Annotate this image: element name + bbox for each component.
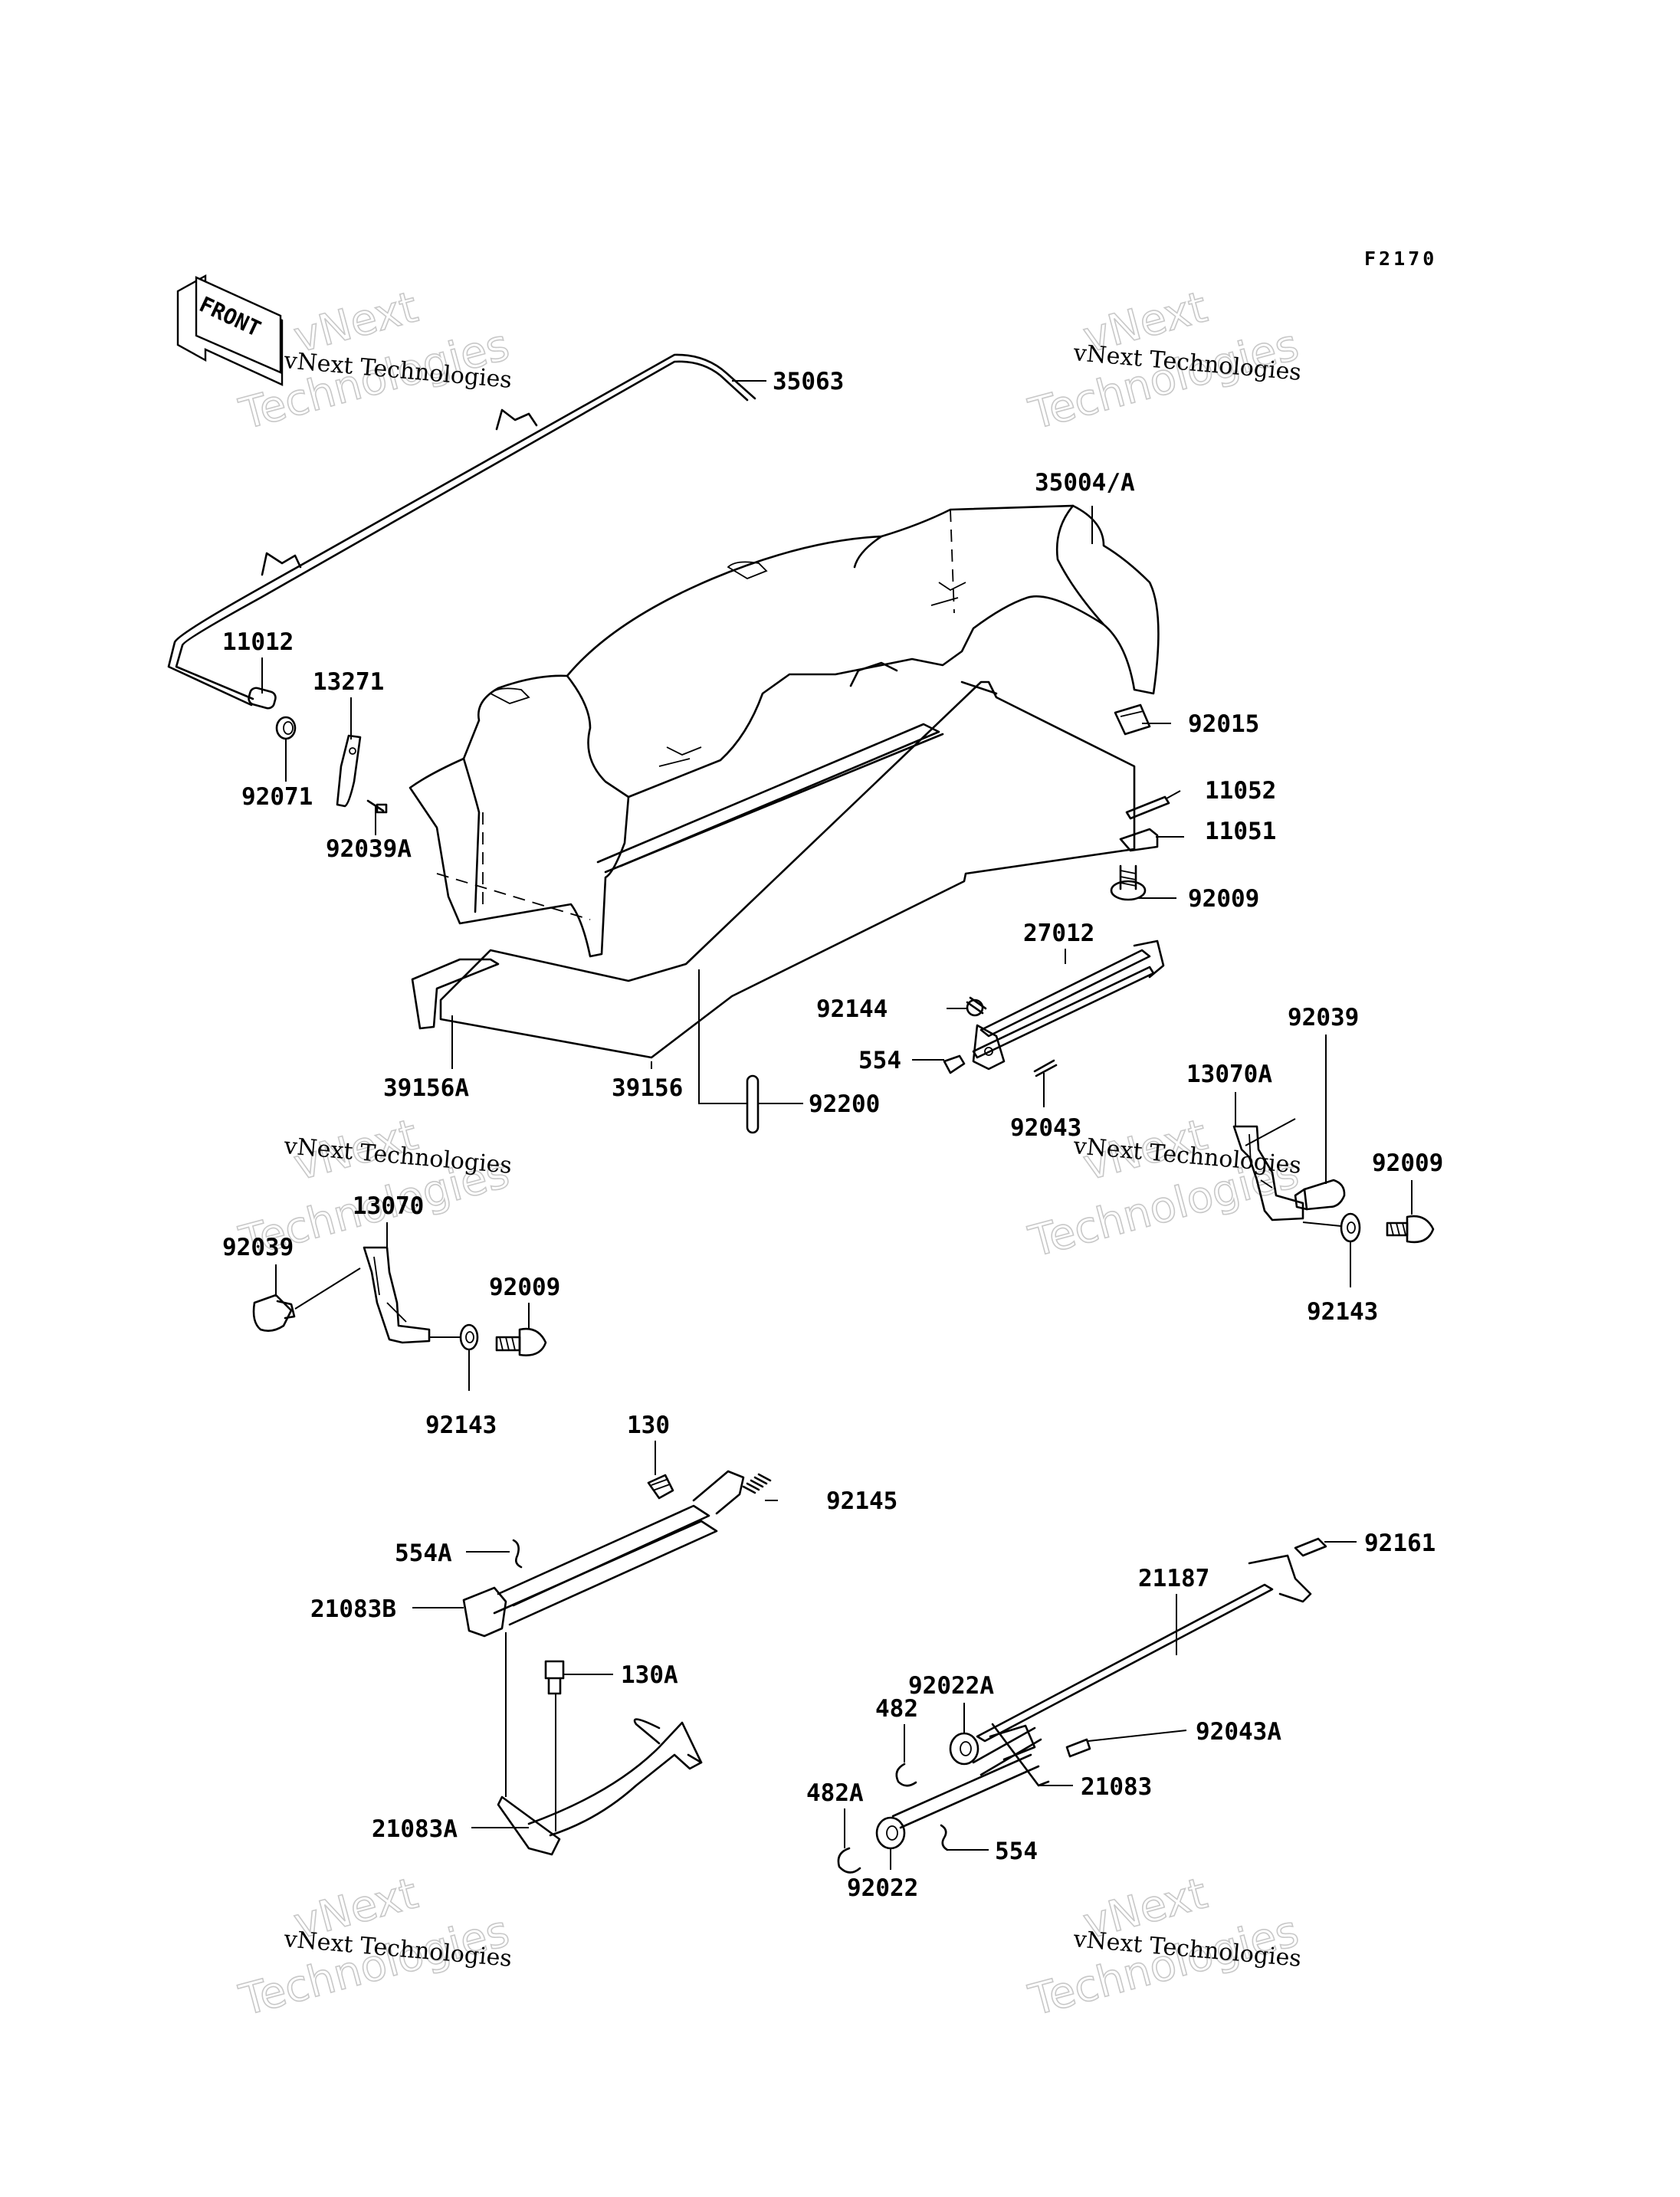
grommet-92071 [275,716,297,740]
callout-92022: 92022 [847,1874,918,1902]
bolt-130A [544,1660,565,1695]
callout-92022A: 92022A [908,1672,994,1700]
callout-92145: 92145 [826,1487,897,1515]
callout-13271: 13271 [313,668,384,696]
callout-11052: 11052 [1205,777,1276,805]
callout-482: 482 [875,1695,918,1723]
shaft-21083 [891,1723,1050,1829]
callout-92043: 92043 [1010,1114,1081,1142]
bolt-92009-right [1386,1215,1435,1244]
hinge-21083A [497,1718,703,1856]
strap-11052 [1125,795,1170,820]
watermark-bottom-left: vNext Technologies vNext Technologies [234,1868,515,2027]
callout-554-upper: 554 [858,1047,901,1074]
rivet-92039A [366,799,388,814]
callout-21083: 21083 [1081,1773,1152,1801]
seat-cowl-35004A [409,504,1160,958]
watermark-top-right: vNext Technologies vNext Technologies [1023,282,1304,441]
callout-92039-right: 92039 [1288,1004,1359,1031]
pin-92043A [1065,1738,1091,1758]
callout-27012: 27012 [1023,920,1094,947]
pin-92043 [1033,1059,1058,1077]
front-direction-arrow: FRONT [176,274,284,386]
watermark-bottom-right: vNext Technologies vNext Technologies [1023,1868,1304,2027]
callout-130: 130 [627,1412,670,1439]
clip-92161 [1294,1537,1327,1557]
spring-92144 [966,996,987,1017]
latch-rod-27012 [972,939,1165,1071]
lever-21187 [976,1554,1312,1743]
bolt-92009-left [495,1327,547,1356]
leader-lines [261,380,1413,1870]
washer-92143-right [1340,1212,1361,1243]
callout-92009-upper: 92009 [1188,885,1259,913]
cotter-pin-554-upper [943,1054,966,1074]
callout-92143-right: 92143 [1307,1298,1378,1326]
callout-92009-left: 92009 [489,1274,560,1301]
callout-554-lower: 554 [995,1838,1038,1865]
callout-92143-left: 92143 [425,1412,497,1439]
seat-base-39156 [439,680,1136,1059]
clip-nut-92015 [1114,703,1151,736]
callout-482A: 482A [806,1779,864,1807]
callout-35004-a: 35004/A [1035,469,1135,497]
pin-11012 [248,687,277,710]
callout-21083B: 21083B [310,1595,396,1623]
bolt-92009-upper [1110,864,1147,901]
bracket-13271 [336,734,362,808]
diagram-ref-code: F2170 [1364,248,1437,270]
callout-92200: 92200 [809,1090,880,1118]
bracket-11051 [1119,828,1159,852]
callout-21187: 21187 [1138,1565,1209,1592]
callout-13070a: 13070A [1186,1061,1272,1088]
callout-11051: 11051 [1205,818,1276,845]
callout-92009-right: 92009 [1372,1149,1443,1177]
callout-130A: 130A [621,1661,678,1689]
spring-92145 [742,1473,772,1494]
cotter-pin-554-lower [940,1824,949,1851]
callout-39156: 39156 [612,1074,683,1102]
callout-13070: 13070 [353,1192,424,1220]
grommet-92039-left [252,1294,296,1332]
e-clip-482 [895,1763,917,1787]
washer-92022 [875,1816,906,1850]
callout-92039-left: 92039 [222,1234,294,1261]
bolt-130 [647,1474,674,1500]
callout-92015: 92015 [1188,710,1259,738]
hinge-21083B [462,1470,745,1638]
callout-39156a: 39156A [383,1074,469,1102]
callout-11012: 11012 [222,628,294,656]
bracket-13070A [1232,1125,1304,1221]
e-clip-482A [837,1847,861,1874]
callout-92039a: 92039A [326,835,412,863]
rubber-strip-39156A [411,958,500,1030]
callout-35063: 35063 [773,368,844,395]
callout-554A: 554A [395,1540,452,1567]
callout-92161: 92161 [1364,1530,1436,1557]
callout-21083A: 21083A [372,1815,458,1843]
rod-35063 [167,353,756,707]
washer-92022A [949,1732,979,1766]
callout-92071: 92071 [241,783,313,811]
stopper-92200 [746,1074,760,1134]
washer-92143-left [459,1323,479,1351]
callout-92144: 92144 [816,995,888,1023]
callout-92043A: 92043A [1196,1718,1281,1746]
cotter-pin-554A [512,1539,523,1569]
bracket-13070 [363,1246,431,1344]
